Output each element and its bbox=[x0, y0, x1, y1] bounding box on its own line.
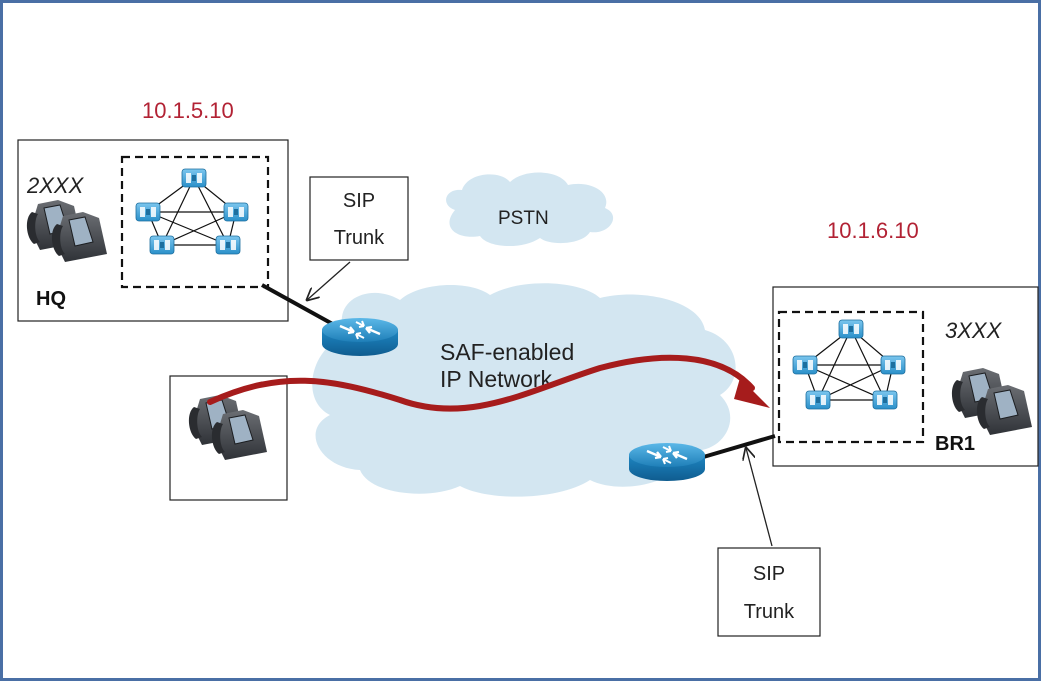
server-icon bbox=[792, 355, 818, 375]
sip-trunk-bottom-line2: Trunk bbox=[744, 601, 795, 623]
sip-trunk-bottom-pointer bbox=[746, 448, 773, 547]
router-icon bbox=[627, 441, 707, 483]
br1-dial-range: 3XXX bbox=[945, 318, 1003, 343]
network-label-line2: IP Network bbox=[440, 366, 553, 392]
server-icon bbox=[149, 235, 175, 255]
hq-cluster-box bbox=[120, 155, 270, 289]
br1-label: BR1 bbox=[935, 433, 975, 455]
sip-trunk-bottom-line1: SIP bbox=[753, 563, 785, 585]
server-icon bbox=[181, 168, 207, 188]
pstn-label: PSTN bbox=[498, 208, 549, 229]
network-label-line1: SAF-enabled bbox=[440, 339, 574, 365]
hq-site: 2XXX HQ bbox=[17, 139, 289, 322]
sip-trunk-callout-top: SIP Trunk bbox=[307, 176, 409, 300]
router-icon bbox=[320, 316, 400, 358]
sip-trunk-callout-bottom: SIP Trunk bbox=[717, 448, 821, 637]
server-icon bbox=[838, 319, 864, 339]
call-path-arrow bbox=[207, 354, 755, 412]
server-icon bbox=[215, 235, 241, 255]
call-path-arrowhead bbox=[734, 378, 770, 408]
sip-trunk-top-pointer bbox=[307, 261, 351, 300]
pstn-cloud: PSTN bbox=[446, 172, 614, 247]
hq-label: HQ bbox=[36, 288, 66, 310]
br1-site: 3XXX BR1 bbox=[772, 286, 1039, 467]
server-icon bbox=[135, 202, 161, 222]
hq-router-link bbox=[261, 283, 339, 329]
sip-trunk-top-line1: SIP bbox=[343, 190, 375, 212]
server-icon bbox=[223, 202, 249, 222]
sip-trunk-top-line2: Trunk bbox=[334, 227, 385, 249]
server-icon bbox=[872, 390, 898, 410]
br1-router-link bbox=[699, 434, 776, 460]
hq-dial-range: 2XXX bbox=[26, 173, 85, 198]
hq-ip-address: 10.1.5.10 bbox=[142, 98, 234, 123]
server-icon bbox=[880, 355, 906, 375]
br1-cluster-box bbox=[777, 310, 925, 444]
br1-ip-address: 10.1.6.10 bbox=[827, 218, 919, 243]
ip-network-cloud: SAF-enabled IP Network bbox=[312, 283, 736, 497]
server-icon bbox=[805, 390, 831, 410]
